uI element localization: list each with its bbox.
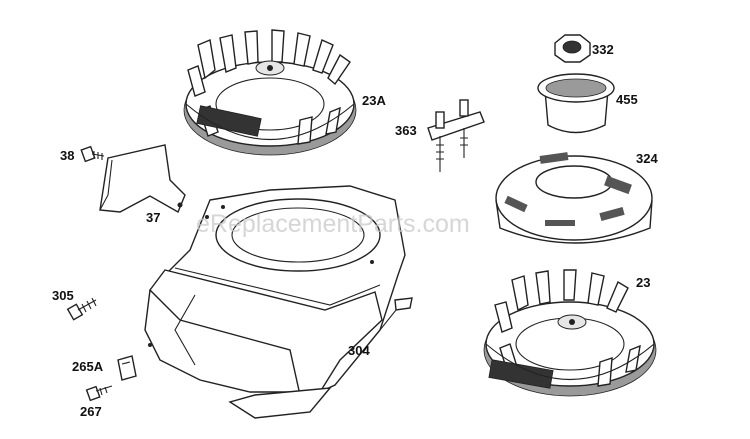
part-304-blower-housing[interactable]	[144, 185, 413, 419]
watermark-text: eReplacementParts.com	[196, 210, 470, 238]
callout-363: 363	[395, 123, 417, 138]
part-324-screen[interactable]	[495, 152, 653, 244]
callout-304: 304	[348, 343, 370, 358]
callout-455: 455	[616, 92, 638, 107]
part-265A-clip[interactable]	[117, 355, 137, 381]
callout-332: 332	[592, 42, 614, 57]
part-23A-flywheel[interactable]	[183, 29, 357, 156]
callout-23: 23	[636, 275, 650, 290]
part-38-screw[interactable]	[80, 145, 105, 163]
callout-267: 267	[80, 404, 102, 419]
callout-38: 38	[60, 148, 74, 163]
callout-265A: 265A	[72, 359, 104, 374]
part-23-flywheel[interactable]	[483, 269, 657, 397]
callout-305: 305	[52, 288, 74, 303]
callout-324: 324	[636, 151, 658, 166]
part-363-bracket[interactable]	[427, 99, 485, 172]
part-455-cup[interactable]	[537, 73, 615, 134]
part-305-screw[interactable]	[66, 297, 97, 321]
part-332-nut[interactable]	[554, 34, 591, 63]
callout-37: 37	[146, 210, 160, 225]
part-267-screw[interactable]	[85, 385, 113, 402]
part-37-baffle[interactable]	[99, 144, 186, 214]
callout-23A: 23A	[362, 93, 386, 108]
